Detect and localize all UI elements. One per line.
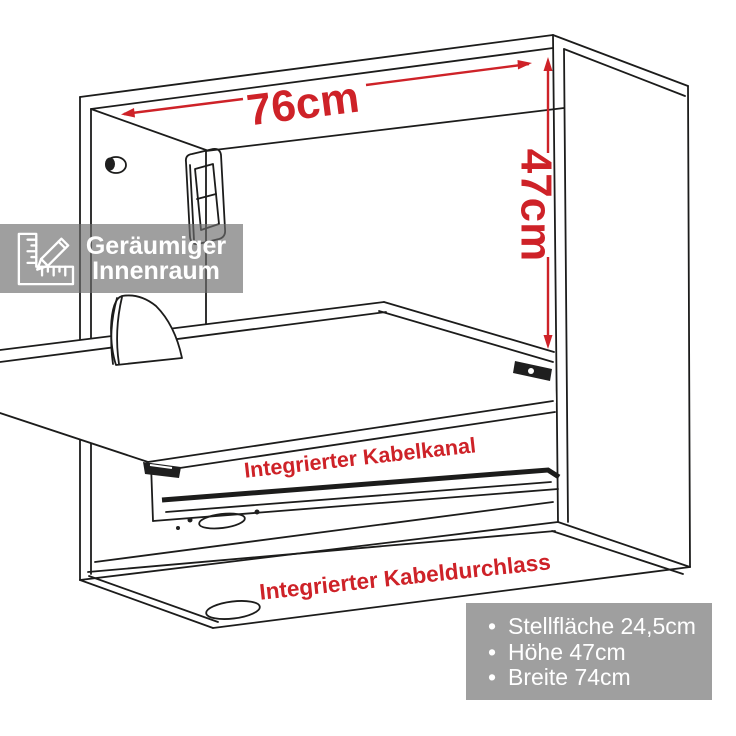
spec-item-height: • Höhe 47cm [488, 638, 712, 666]
width-dimension-label: 76cm [244, 73, 362, 136]
fold-down-flap [0, 294, 556, 473]
feature-badge-text: Geräumiger Innenraum [75, 231, 243, 285]
height-dimension: 47cm [512, 57, 561, 349]
feature-badge: Geräumiger Innenraum [0, 224, 243, 293]
spec-item-label: Höhe 47cm [508, 638, 626, 665]
specs-box: • Stellfläche 24,5cm • Höhe 47cm • Breite 7… [466, 603, 712, 700]
cable-passthrough-label: Integrierter Kabeldurchlass [258, 549, 552, 604]
bullet-icon: • [488, 613, 497, 639]
spec-item-footprint: • Stellfläche 24,5cm [488, 613, 712, 640]
cabinet-interior [90, 107, 565, 333]
bullet-icon: • [488, 638, 497, 665]
cable-passthrough-hole [205, 600, 261, 620]
spec-item-width: • Breite 74cm [488, 664, 712, 691]
spec-item-label: Breite 74cm [508, 664, 631, 690]
ruler-and-pencil-icon [13, 230, 75, 288]
cable-channel [150, 463, 561, 530]
cabinet-bottom-panel [79, 501, 691, 629]
feature-badge-line2: Innenraum [92, 256, 220, 285]
cable-channel-hole [198, 512, 246, 530]
lid-stay-arm [110, 294, 183, 366]
flap-hinges [143, 361, 552, 478]
height-dimension-label: 47cm [512, 149, 561, 262]
bullet-icon: • [488, 664, 497, 690]
feature-badge-line1: Geräumiger [85, 231, 227, 260]
spec-item-label: Stellfläche 24,5cm [508, 613, 696, 639]
